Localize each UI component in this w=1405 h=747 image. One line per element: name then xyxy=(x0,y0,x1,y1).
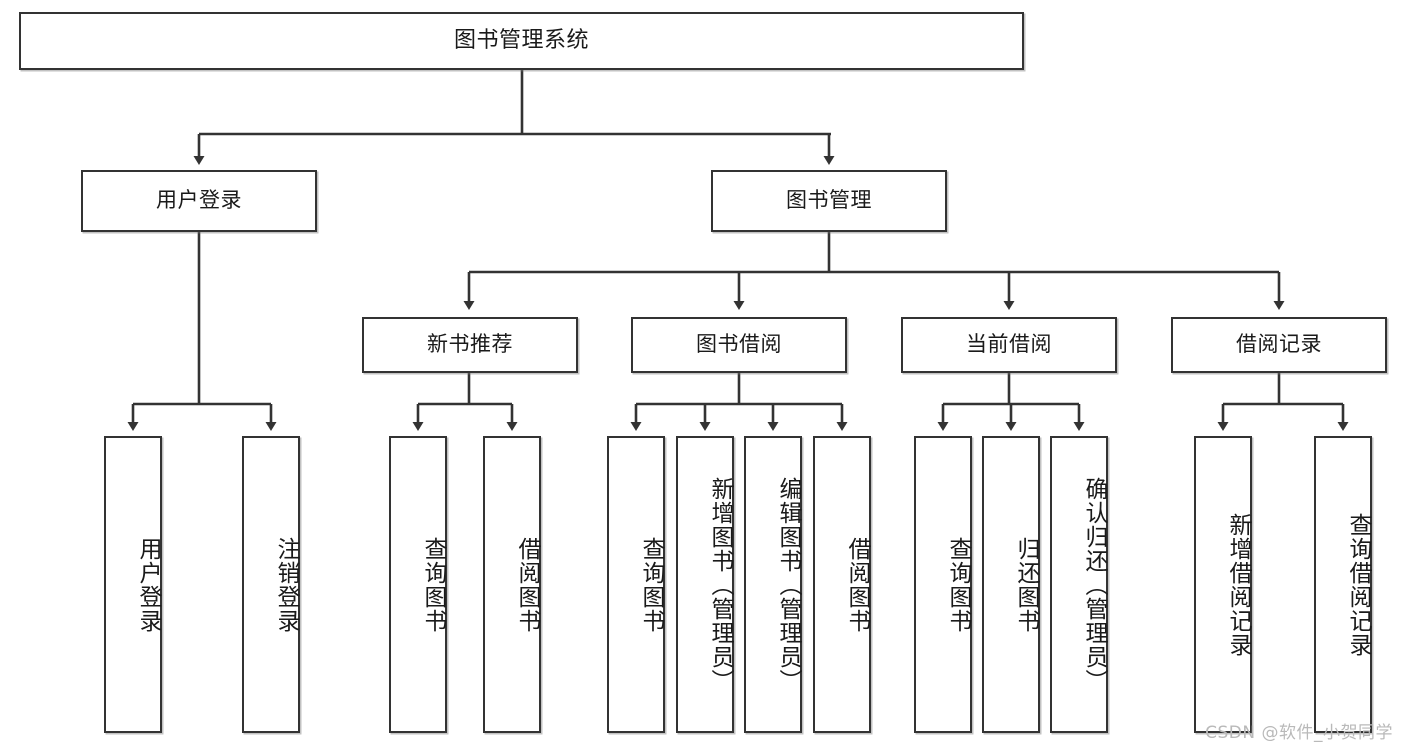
leaf-user-login[interactable]: 用户登录 xyxy=(104,436,162,733)
node-label: 编辑图书（管理员） xyxy=(775,476,801,693)
leaf-add-borrow-record[interactable]: 新增借阅记录 xyxy=(1194,436,1252,733)
node-book-management[interactable]: 图书管理 xyxy=(711,170,947,232)
leaf-borrow-book[interactable]: 借阅图书 xyxy=(813,436,871,733)
node-label: 新书推荐 xyxy=(427,332,513,357)
leaf-query-book-borrow[interactable]: 查询图书 xyxy=(607,436,665,733)
node-label: 注销登录 xyxy=(273,536,299,633)
node-label: 新增图书（管理员） xyxy=(707,476,733,693)
leaf-query-book-current[interactable]: 查询图书 xyxy=(914,436,972,733)
leaf-logout[interactable]: 注销登录 xyxy=(242,436,300,733)
leaf-add-book-admin[interactable]: 新增图书（管理员） xyxy=(676,436,734,733)
leaf-edit-book-admin[interactable]: 编辑图书（管理员） xyxy=(744,436,802,733)
leaf-borrow-book-recommend[interactable]: 借阅图书 xyxy=(483,436,541,733)
node-label: 用户登录 xyxy=(135,536,161,633)
node-label: 归还图书 xyxy=(1013,536,1039,633)
node-label: 查询借阅记录 xyxy=(1345,512,1371,657)
node-label: 图书借阅 xyxy=(696,332,782,357)
node-user-login[interactable]: 用户登录 xyxy=(81,170,317,232)
csdn-watermark: CSDN @软件_小贺同学 xyxy=(1205,723,1393,743)
leaf-query-book-recommend[interactable]: 查询图书 xyxy=(389,436,447,733)
node-label: 借阅记录 xyxy=(1236,332,1322,357)
node-label: 图书管理 xyxy=(786,188,872,213)
node-label: 确认归还（管理员） xyxy=(1081,476,1107,693)
node-label: 图书管理系统 xyxy=(453,27,589,53)
node-label: 借阅图书 xyxy=(844,536,870,633)
node-label: 用户登录 xyxy=(156,188,242,213)
node-borrow-records[interactable]: 借阅记录 xyxy=(1171,317,1387,373)
node-label: 新增借阅记录 xyxy=(1225,512,1251,657)
node-label: 查询图书 xyxy=(945,536,971,633)
node-book-borrow[interactable]: 图书借阅 xyxy=(631,317,847,373)
leaf-confirm-return-admin[interactable]: 确认归还（管理员） xyxy=(1050,436,1108,733)
node-label: 查询图书 xyxy=(420,536,446,633)
node-label: 借阅图书 xyxy=(514,536,540,633)
node-label: 当前借阅 xyxy=(966,332,1052,357)
node-current-borrow[interactable]: 当前借阅 xyxy=(901,317,1117,373)
node-new-book-recommend[interactable]: 新书推荐 xyxy=(362,317,578,373)
node-root-book-management-system[interactable]: 图书管理系统 xyxy=(19,12,1024,70)
leaf-query-borrow-record[interactable]: 查询借阅记录 xyxy=(1314,436,1372,733)
leaf-return-book[interactable]: 归还图书 xyxy=(982,436,1040,733)
node-label: 查询图书 xyxy=(638,536,664,633)
